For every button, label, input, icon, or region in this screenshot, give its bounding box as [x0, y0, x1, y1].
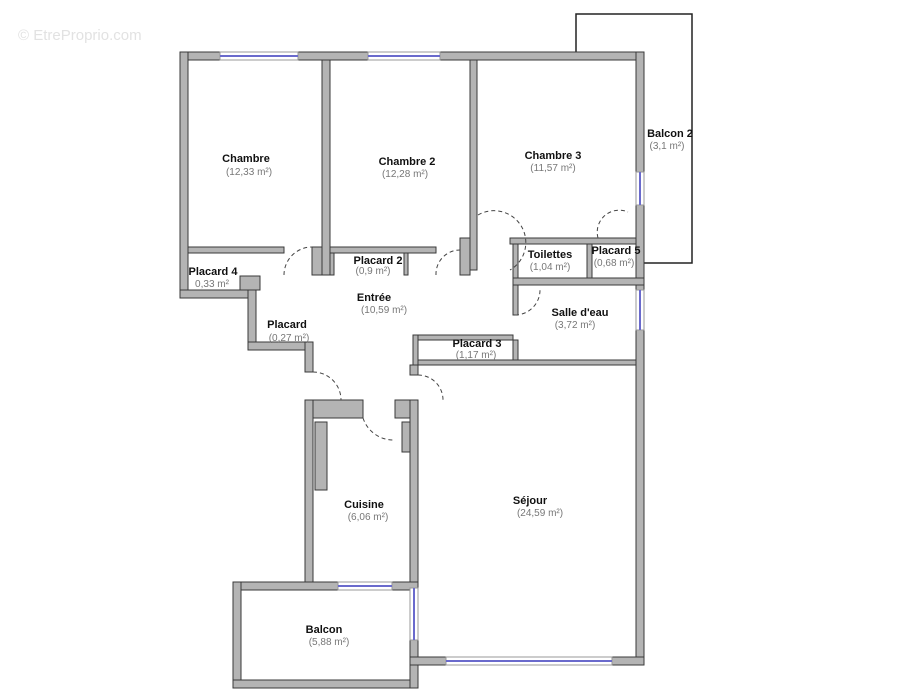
room-area: (6,06 m²)	[348, 512, 389, 523]
room-area: (1,04 m²)	[530, 262, 571, 273]
room-name: Toilettes	[528, 249, 572, 261]
doors	[283, 209, 629, 441]
room-name: Entrée	[357, 292, 391, 304]
room-labels: Chambre (12,33 m²) Chambre 2 (12,28 m²) …	[189, 128, 693, 648]
room-area: (0,68 m²)	[594, 258, 635, 269]
room-name: Placard	[267, 319, 307, 331]
room-area: (11,57 m²)	[530, 163, 575, 174]
room-name: Cuisine	[344, 499, 384, 511]
room-area: (10,59 m²)	[361, 305, 407, 316]
room-area: 0,33 m²	[195, 279, 230, 290]
room-name: Salle d'eau	[551, 307, 608, 319]
room-area: (0,9 m²)	[356, 266, 391, 277]
room-name: Chambre 2	[379, 156, 436, 168]
balcony-2-outline	[575, 13, 693, 264]
room-name: Chambre 3	[525, 150, 582, 162]
room-name: Balcon	[306, 624, 343, 636]
room-name: Placard 3	[453, 338, 502, 350]
windows	[219, 51, 645, 666]
walls	[179, 51, 645, 689]
room-area: (5,88 m²)	[309, 637, 350, 648]
watermark: © EtreProprio.com	[18, 27, 142, 44]
room-area: (1,17 m²)	[456, 350, 497, 361]
room-name: Placard 4	[189, 266, 239, 278]
room-area: (0,27 m²)	[269, 333, 310, 344]
room-name: Placard 2	[354, 255, 403, 267]
room-area: (24,59 m²)	[517, 508, 563, 519]
room-area: (3,1 m²)	[650, 141, 685, 152]
room-name: Balcon 2	[647, 128, 693, 140]
room-name: Chambre	[222, 153, 270, 165]
room-area: (3,72 m²)	[555, 320, 596, 331]
room-area: (12,28 m²)	[382, 169, 428, 180]
room-name: Séjour	[513, 495, 548, 507]
room-name: Placard 5	[592, 245, 641, 257]
room-area: (12,33 m²)	[226, 167, 272, 178]
